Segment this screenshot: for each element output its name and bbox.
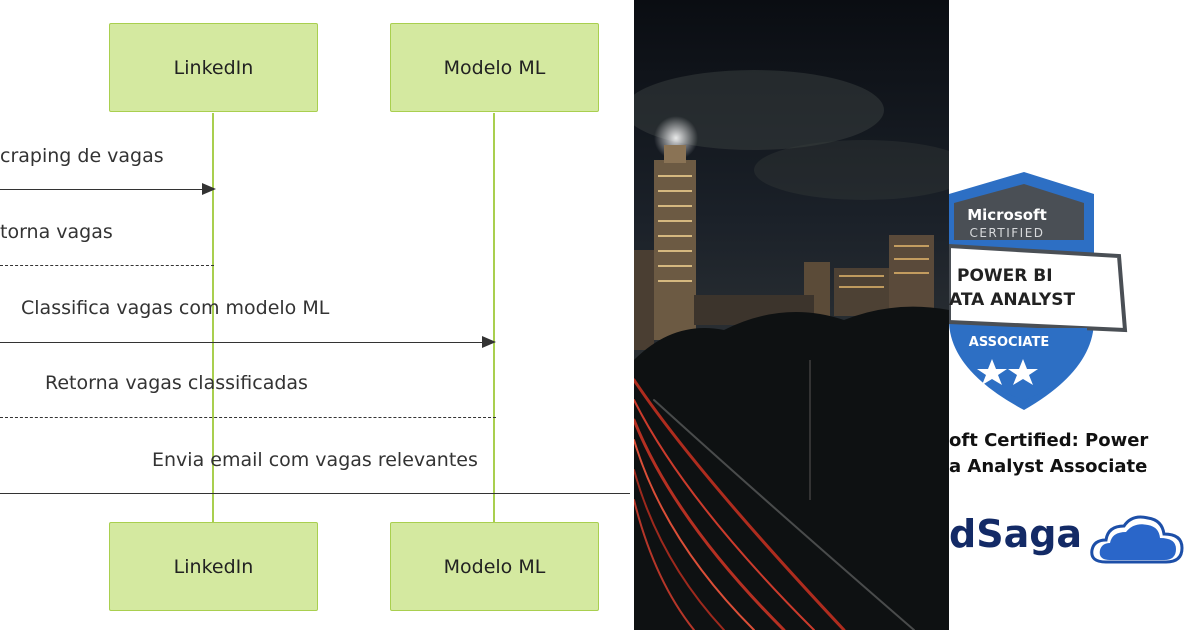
message-label: torna vagas: [0, 221, 113, 243]
badge-power-bi-text: POWER BI: [957, 266, 1053, 286]
message-label: Envia email com vagas relevantes: [152, 449, 478, 471]
participant-linkedin-bottom: LinkedIn: [109, 522, 318, 611]
arrowhead: [202, 183, 216, 195]
participant-modelo-ml-top: Modelo ML: [390, 23, 599, 112]
lifeline-linkedin: [212, 113, 214, 523]
lifeline-modelo-ml: [493, 113, 495, 523]
participant-label: Modelo ML: [443, 56, 546, 79]
participant-label: LinkedIn: [173, 56, 254, 79]
certification-promo: Microsoft CERTIFIED POWER BI ATA ANALYST…: [949, 0, 1200, 630]
badge-microsoft-text: Microsoft: [967, 206, 1047, 224]
arrowhead: [482, 336, 496, 348]
message-arrow: [0, 265, 214, 266]
cloud-logo-icon: [1090, 515, 1184, 564]
badge-stars-icon: [977, 359, 1038, 385]
certification-badge-icon: Microsoft CERTIFIED POWER BI ATA ANALYST…: [949, 172, 1128, 410]
city-night-photo: [634, 0, 949, 630]
badge-data-analyst-text: ATA ANALYST: [949, 290, 1075, 310]
badge-certified-text: CERTIFIED: [969, 226, 1044, 240]
participant-label: LinkedIn: [173, 555, 254, 578]
participant-modelo-ml-bottom: Modelo ML: [390, 522, 599, 611]
sequence-diagram: LinkedIn Modelo ML LinkedIn Modelo ML cr…: [0, 23, 630, 611]
participant-linkedin-top: LinkedIn: [109, 23, 318, 112]
participant-label: Modelo ML: [443, 555, 546, 578]
message-arrow: [0, 342, 484, 343]
certification-name-line1: oft Certified: Power: [949, 430, 1149, 451]
message-arrow: [0, 189, 204, 190]
city-night-image: [634, 0, 949, 630]
message-label: Retorna vagas classificadas: [45, 372, 308, 394]
badge-associate-text: ASSOCIATE: [969, 335, 1049, 350]
certification-name-line2: a Analyst Associate: [949, 456, 1148, 477]
message-label: craping de vagas: [0, 145, 164, 167]
brand-name: dSaga: [949, 512, 1083, 556]
message-label: Classifica vagas com modelo ML: [21, 297, 330, 319]
message-arrow: [0, 493, 630, 494]
message-arrow: [0, 417, 496, 418]
